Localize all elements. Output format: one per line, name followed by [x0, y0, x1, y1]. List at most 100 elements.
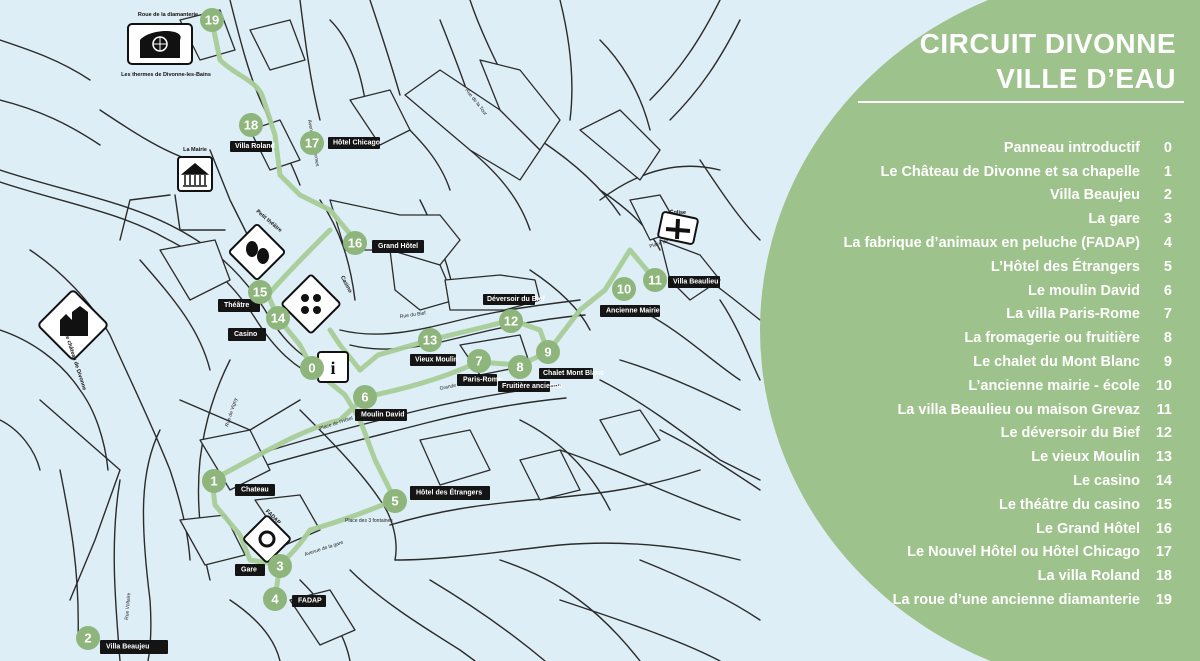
legend-item-label: La villa Roland [1037, 568, 1140, 585]
svg-text:Villa Beaujeu: Villa Beaujeu [106, 644, 149, 651]
legend-item-number: 9 [1163, 354, 1172, 371]
circuit-markers[interactable]: 0 1 2 3 4 5 6 7 8 9 10 11 12 13 14 15 16… [76, 8, 667, 650]
legend-item[interactable]: Le moulin David 6 [844, 279, 1172, 303]
legend-item-number: 7 [1163, 306, 1172, 323]
legend-item-number: 6 [1163, 282, 1172, 299]
label-moulin-david: Moulin David [355, 409, 407, 421]
marker-6[interactable]: 6 [353, 385, 377, 409]
marker-10[interactable]: 10 [612, 277, 636, 301]
poi-theatre[interactable]: Petit théâtre [228, 209, 286, 281]
legend-item[interactable]: La fabrique d’animaux en peluche (FADAP)… [844, 231, 1173, 255]
poi-eglise[interactable]: Église [657, 208, 699, 245]
legend-item-label: Le casino [1073, 473, 1140, 490]
street-name-grande-rue: Grande Rue [439, 380, 467, 392]
legend-item-number: 17 [1155, 544, 1172, 561]
marker-9[interactable]: 9 [536, 340, 560, 364]
legend-item-number: 4 [1163, 235, 1172, 252]
svg-text:Déversoir du Bief: Déversoir du Bief [487, 296, 546, 303]
marker-17[interactable]: 17 [300, 131, 324, 155]
marker-19[interactable]: 19 [200, 8, 224, 32]
svg-text:17: 17 [305, 136, 319, 151]
poi-chateau[interactable]: Le château de Divonne [38, 290, 109, 391]
place-labels: Villa Beaujeu Chateau Gare FADAP Hôtel d… [100, 137, 720, 654]
marker-4[interactable]: 4 [263, 587, 287, 611]
marker-5[interactable]: 5 [383, 489, 407, 513]
legend-item[interactable]: Villa Beaujeu 2 [844, 184, 1172, 208]
legend-item-label: Villa Beaujeu [1050, 187, 1140, 204]
legend-item-number: 18 [1155, 568, 1172, 585]
legend-item-label: La fromagerie ou fruitière [964, 330, 1140, 347]
poi-mairie-caption: La Mairie [183, 147, 207, 153]
marker-7[interactable]: 7 [467, 349, 491, 373]
marker-0[interactable]: 0 [300, 356, 324, 380]
marker-8[interactable]: 8 [508, 355, 532, 379]
svg-text:Chalet Mont Blanc: Chalet Mont Blanc [543, 370, 604, 377]
legend-item-label: Le moulin David [1028, 282, 1140, 299]
marker-15[interactable]: 15 [248, 280, 272, 304]
svg-text:4: 4 [271, 592, 279, 607]
svg-text:10: 10 [617, 282, 631, 297]
svg-text:5: 5 [391, 494, 398, 509]
svg-text:12: 12 [504, 314, 518, 329]
marker-13[interactable]: 13 [418, 328, 442, 352]
legend-item-number: 16 [1155, 520, 1172, 537]
svg-text:Chateau: Chateau [241, 487, 269, 494]
legend-item-number: 13 [1155, 449, 1172, 466]
title-line-2: VILLE D’EAU [996, 63, 1176, 94]
factory-gear-icon [243, 515, 291, 563]
svg-text:1: 1 [210, 474, 217, 489]
legend-item-number: 11 [1156, 401, 1172, 418]
marker-18[interactable]: 18 [239, 113, 263, 137]
marker-14[interactable]: 14 [266, 306, 290, 330]
marker-1[interactable]: 1 [202, 469, 226, 493]
poi-casino[interactable]: Casino [281, 274, 353, 334]
poi-fadap[interactable]: FADAP [243, 509, 291, 563]
svg-text:16: 16 [348, 236, 362, 251]
poi-roue-caption: Roue de la diamanterie [138, 12, 198, 18]
legend-item-number: 3 [1163, 211, 1172, 228]
svg-text:18: 18 [244, 118, 258, 133]
svg-text:Grand Hôtel: Grand Hôtel [378, 243, 418, 250]
label-chalet: Chalet Mont Blanc [539, 368, 604, 379]
title-line-1: CIRCUIT DIVONNE [919, 28, 1176, 59]
legend-item-number: 15 [1155, 496, 1172, 513]
street-name-rue-vigny: Rue de Vigny [224, 397, 239, 428]
svg-text:6: 6 [361, 390, 368, 405]
svg-text:Hôtel Chicago: Hôtel Chicago [333, 140, 380, 147]
poi-roue-diamanterie[interactable]: Roue de la diamanterie Les thermes de Di… [121, 12, 211, 78]
marker-2[interactable]: 2 [76, 626, 100, 650]
legend-item-number: 5 [1163, 258, 1172, 275]
poi-mairie[interactable]: La Mairie [177, 147, 213, 192]
svg-text:Hôtel des Étrangers: Hôtel des Étrangers [416, 488, 482, 497]
svg-text:FADAP: FADAP [298, 598, 322, 605]
marker-16[interactable]: 16 [343, 231, 367, 255]
legend-item-number: 2 [1163, 187, 1172, 204]
svg-text:Théâtre: Théâtre [224, 302, 249, 309]
marker-3[interactable]: 3 [268, 554, 292, 578]
label-hotel-chicago: Hôtel Chicago [328, 137, 380, 149]
marker-12[interactable]: 12 [499, 309, 523, 333]
street-name-place-fontaines: Place des 3 fontaines [345, 518, 393, 524]
label-deversoir: Déversoir du Bief [483, 294, 546, 305]
marker-11[interactable]: 11 [643, 268, 667, 292]
legend-item[interactable]: La villa Roland 18 [844, 564, 1172, 588]
legend-item-label: La fabrique d’animaux en peluche (FADAP) [843, 235, 1141, 252]
